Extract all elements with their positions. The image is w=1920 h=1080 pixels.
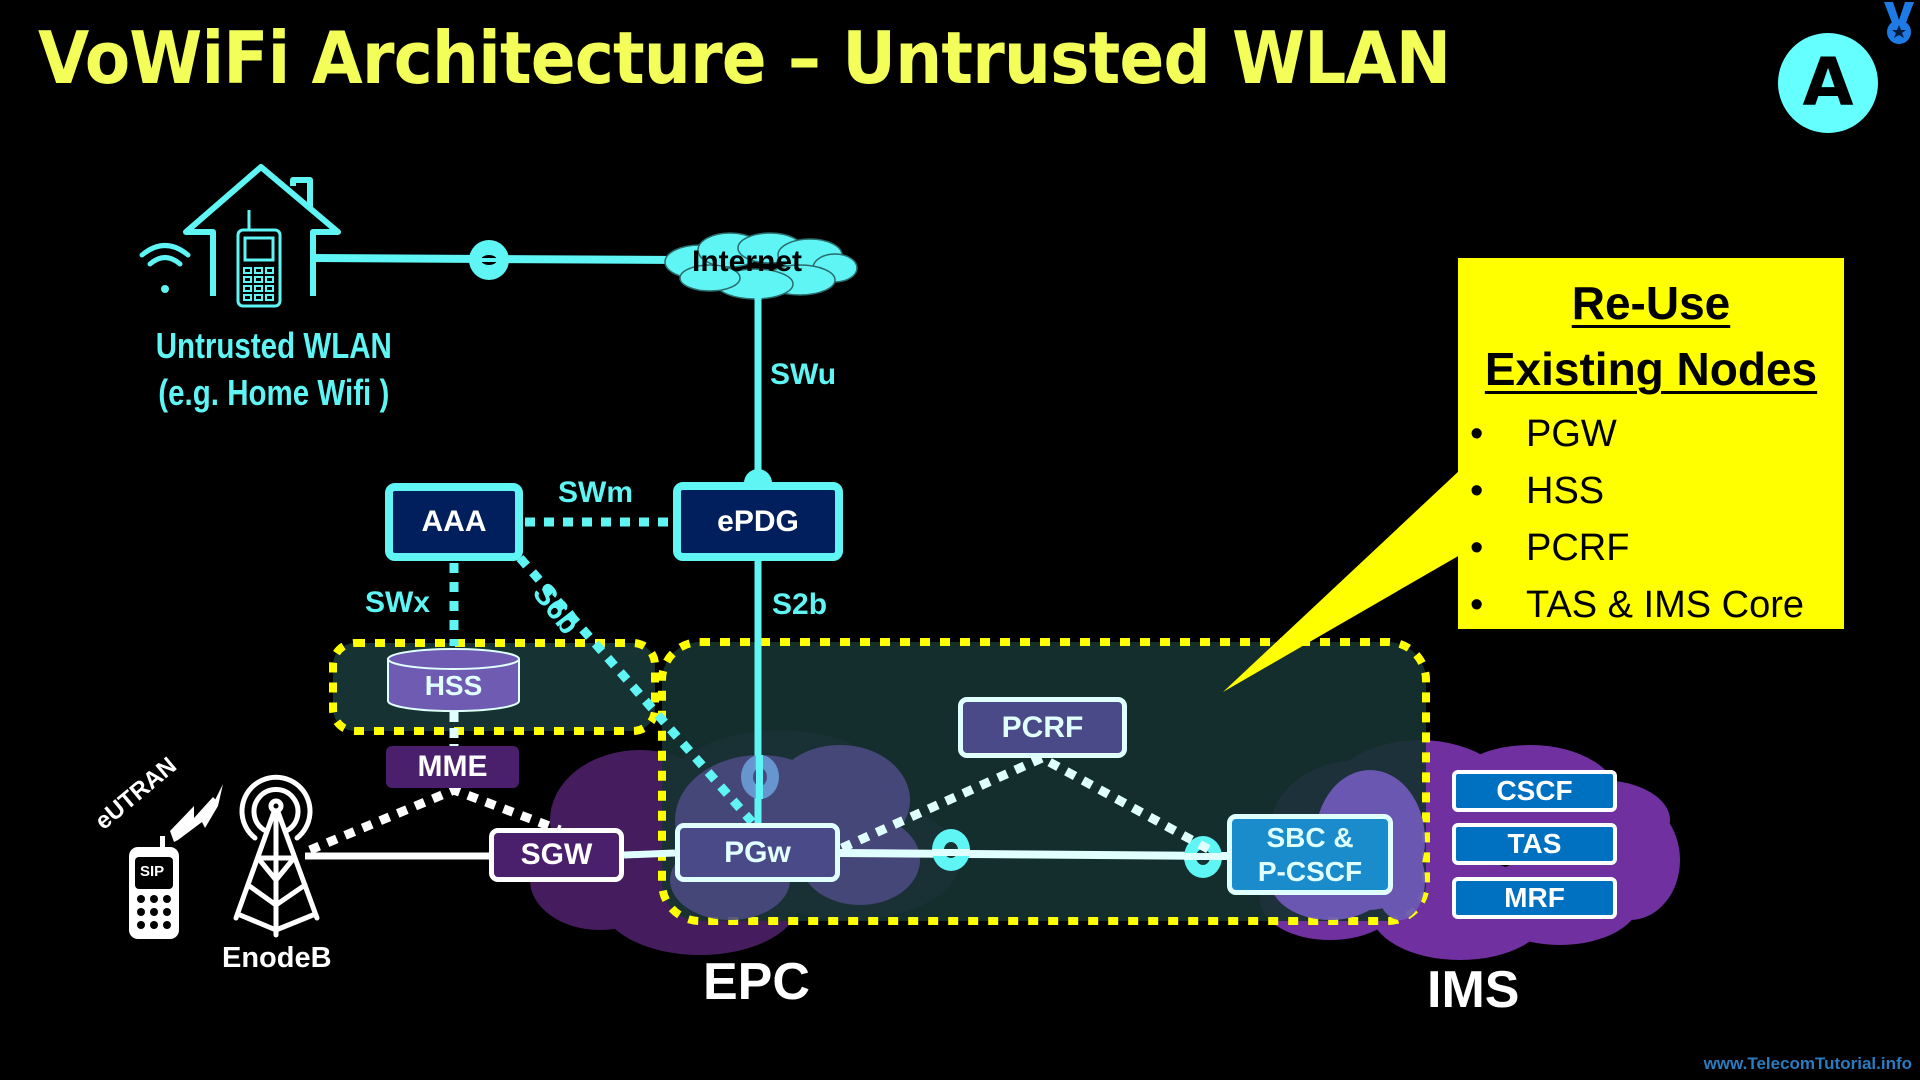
aaa-node[interactable]: AAA [385,483,523,561]
ims-label: IMS [1427,961,1520,1019]
sbc-label-line1: SBC & [1266,821,1354,853]
s2b-label: S2b [772,588,828,621]
callout-pointer [1223,470,1460,692]
badge-a: A [1778,33,1878,133]
page-title: VoWiFi Architecture – Untrusted WLAN [38,16,1451,100]
wifi-icon [139,243,191,293]
swx-label: SWx [365,586,431,619]
callout-item: TAS & IMS Core [1458,577,1844,634]
swu-label: SWu [770,358,837,391]
wlan-label-line2: (e.g. Home Wifi ) [158,372,390,413]
wlan-label-line1: Untrusted WLAN [155,325,392,366]
swm-label: SWm [558,476,633,509]
reuse-callout: Re-Use Existing Nodes PGW HSS PCRF TAS &… [1458,258,1844,634]
callout-heading-2: Existing Nodes [1484,343,1818,395]
tunnel-ring-icon [932,829,970,871]
sip-phone-label: SIP [140,863,165,880]
s6b-link [516,555,756,825]
sip-phone-icon [129,836,179,939]
tunnel-ring-icon [741,755,779,799]
callout-item: HSS [1458,463,1844,520]
sgw-node[interactable]: SGW [489,828,624,882]
tas-node[interactable]: TAS [1452,823,1617,865]
database-cylinder-icon [387,648,520,712]
pgw-node[interactable]: PGw [675,823,840,882]
sbc-pcscf-node[interactable]: SBC & P-CSCF [1227,814,1393,895]
house-icon [183,164,341,296]
cscf-node[interactable]: CSCF [1452,770,1617,812]
radio-signal-icon [170,784,223,842]
enodeb-tower-icon [233,774,320,938]
pcrf-node[interactable]: PCRF [958,697,1127,758]
callout-item: PCRF [1458,520,1844,577]
callout-list: PGW HSS PCRF TAS & IMS Core [1458,406,1844,634]
mobile-phone-icon [236,210,282,308]
epdg-node[interactable]: ePDG [673,482,843,561]
mrf-node[interactable]: MRF [1452,877,1617,919]
internet-cloud-label: Internet [692,245,803,278]
hss-node[interactable]: HSS [387,648,520,712]
epc-label: EPC [703,953,810,1011]
callout-item: PGW [1458,406,1844,463]
sgi-link [839,849,1228,860]
footer-url[interactable]: www.TelecomTutorial.info [1703,1054,1912,1073]
medal-icon [1884,2,1914,44]
tunnel-ring-icon [1184,836,1224,878]
mme-node[interactable]: MME [386,746,519,788]
s5-link [623,849,676,859]
sbc-label-line2: P-CSCF [1257,855,1363,887]
enodeb-label: EnodeB [222,942,332,974]
internet-cloud-icon [664,232,858,300]
callout-heading-1: Re-Use [1571,277,1731,329]
untrusted-wlan-label: Untrusted WLAN (e.g. Home Wifi ) [118,322,430,416]
hss-label: HSS [424,670,483,702]
tunnel-ring-icon [469,240,509,280]
gx-rx-links [840,752,1213,854]
s1-mme-link [308,785,562,855]
